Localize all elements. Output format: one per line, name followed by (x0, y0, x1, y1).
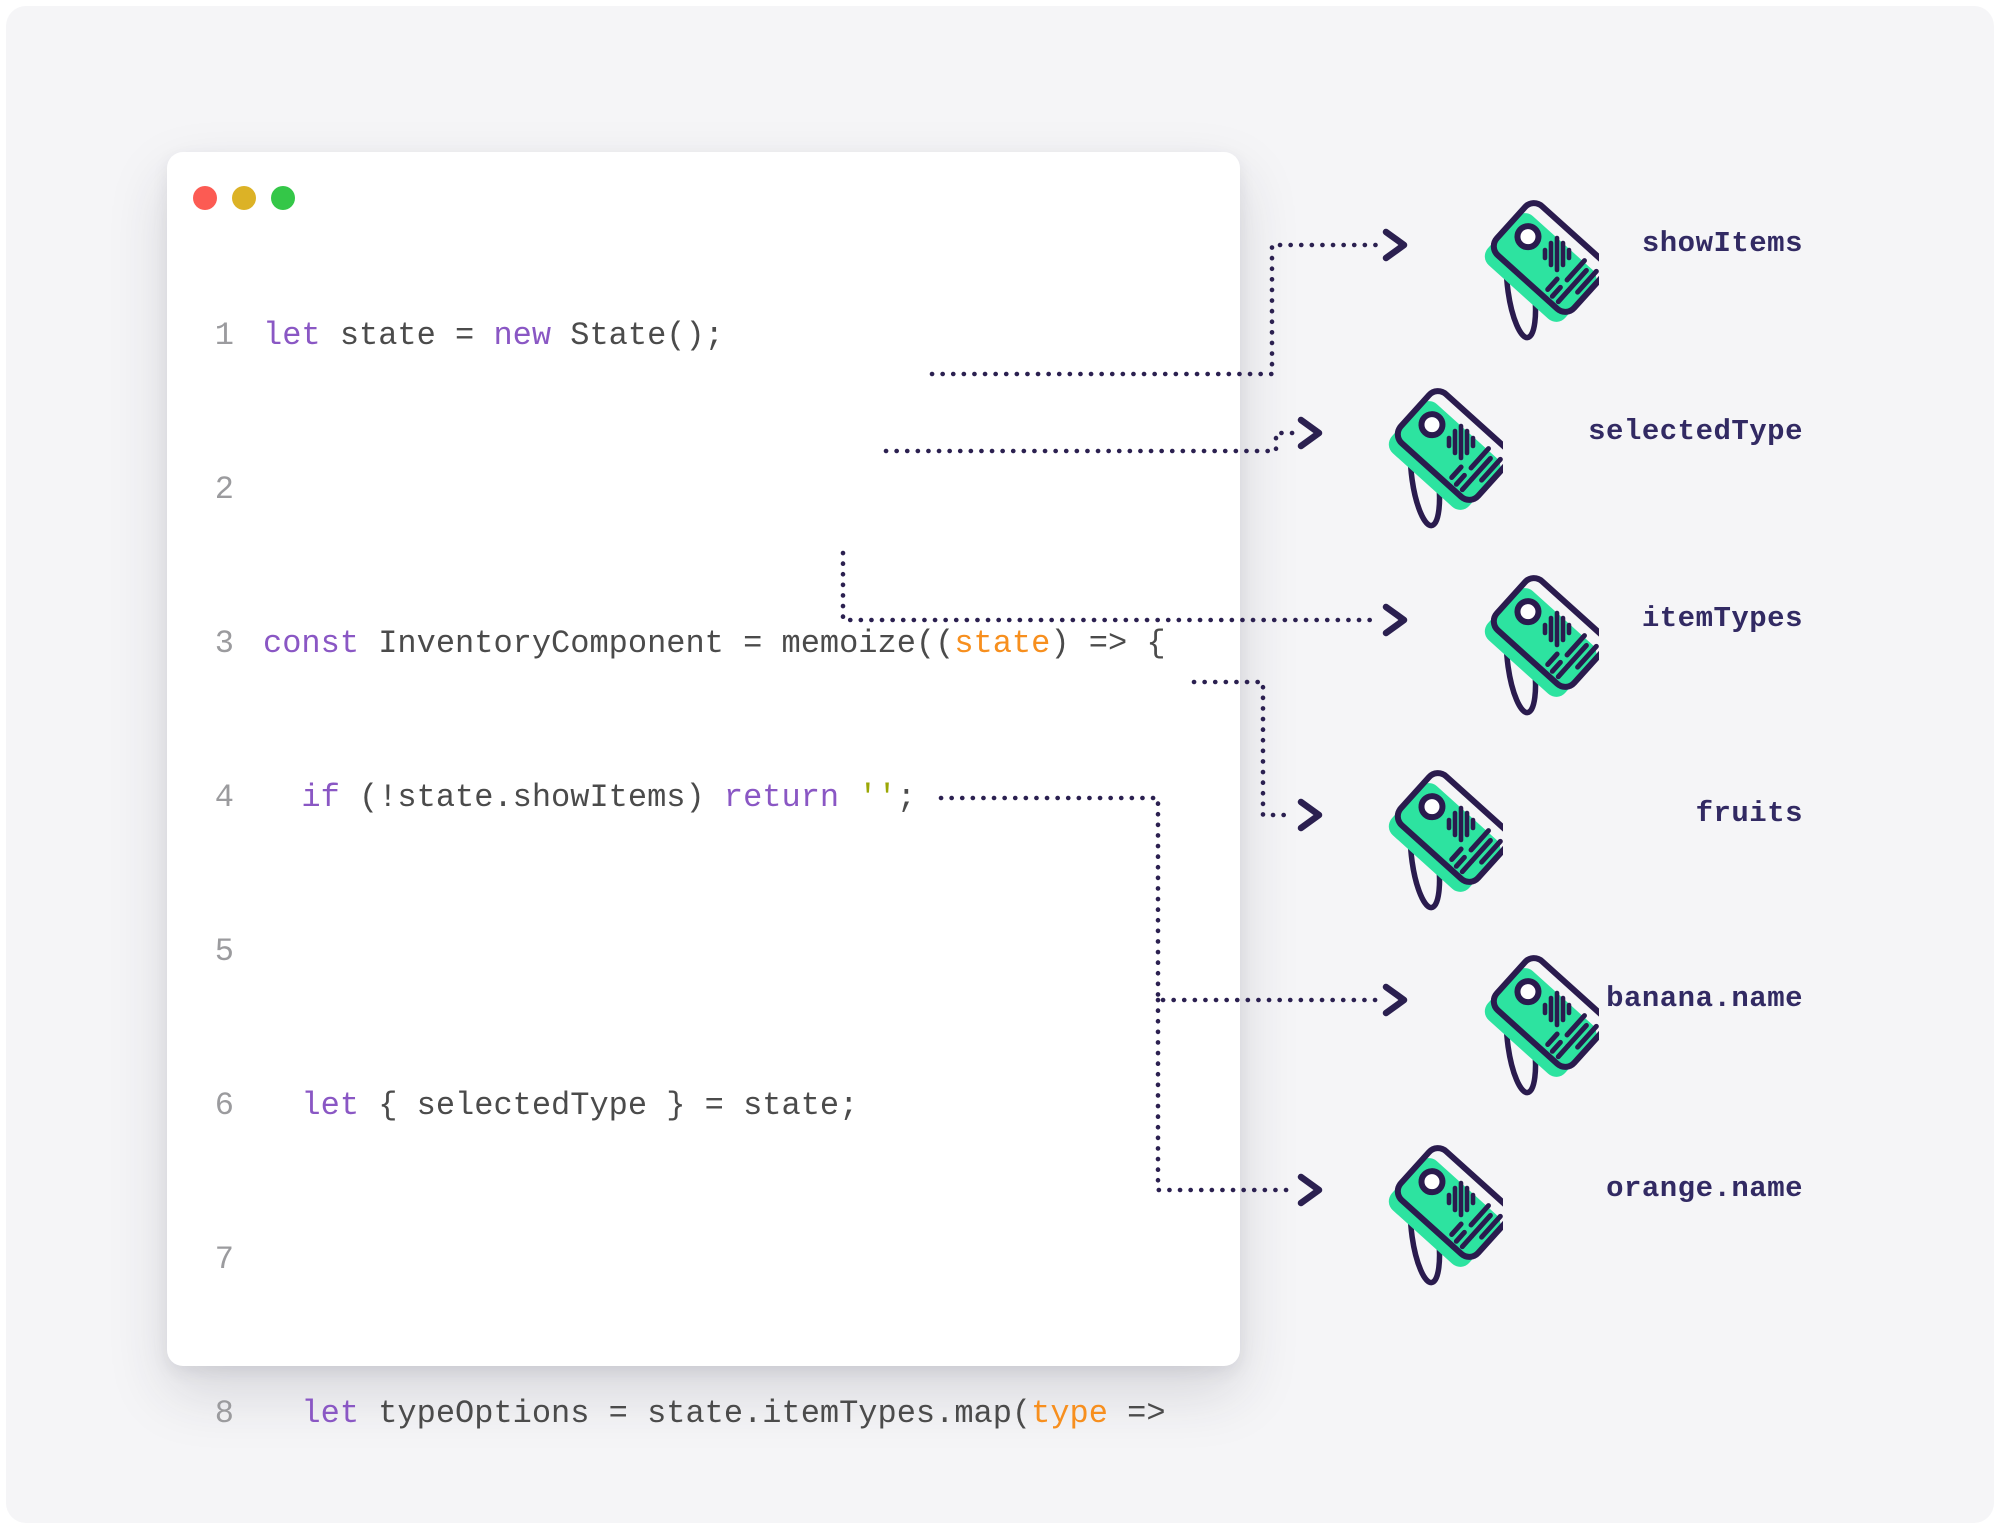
price-tag-icon (1351, 1125, 1503, 1301)
tag-label: itemTypes (1641, 602, 1803, 635)
code-token-param: state (954, 625, 1051, 662)
code-token-keyword: return (723, 779, 840, 816)
code-token-keyword: if (301, 779, 340, 816)
price-tag-icon (1447, 935, 1599, 1111)
code-area: 1 let state = new State(); 2 3 const Inv… (180, 240, 1185, 1529)
code-line: 8 let typeOptions = state.itemTypes.map(… (180, 1395, 1185, 1434)
close-button[interactable] (193, 186, 217, 210)
code-token-default: InventoryComponent = memoize(( (359, 625, 955, 662)
code-line: 7 (180, 1241, 1185, 1280)
code-token-default: { selectedType } = state; (359, 1087, 859, 1124)
line-number: 6 (214, 1087, 234, 1124)
line-number: 1 (214, 317, 234, 354)
code-text (263, 471, 282, 510)
tag-label: selectedType (1588, 415, 1803, 448)
code-token-string: '' (858, 779, 897, 816)
code-token-keyword: let (263, 317, 321, 354)
code-line: 3 const InventoryComponent = memoize((st… (180, 625, 1185, 664)
tag-label: orange.name (1606, 1172, 1803, 1205)
line-number: 5 (214, 933, 234, 970)
line-number: 8 (214, 1395, 234, 1432)
code-text: let typeOptions = state.itemTypes.map(ty… (263, 1395, 1166, 1434)
code-token-keyword: let (301, 1395, 360, 1432)
code-token-param: type (1031, 1395, 1108, 1432)
tag-label: fruits (1695, 797, 1803, 830)
line-number: 2 (214, 471, 234, 508)
price-tag-icon (1447, 180, 1599, 356)
code-line: 6 let { selectedType } = state; (180, 1087, 1185, 1126)
code-token-default: typeOptions = state.itemTypes.map( (359, 1395, 1032, 1432)
code-text (263, 933, 282, 972)
code-token-default (839, 779, 858, 816)
line-number: 3 (214, 625, 234, 662)
code-line: 4 if (!state.showItems) return ''; (180, 779, 1185, 818)
price-tag-icon (1447, 555, 1599, 731)
code-text: let state = new State(); (263, 317, 724, 356)
price-tag-icon (1351, 368, 1503, 544)
code-line: 1 let state = new State(); (180, 317, 1185, 356)
minimize-button[interactable] (232, 186, 256, 210)
code-token-default: => (1107, 1395, 1166, 1432)
tag-label: banana.name (1606, 982, 1803, 1015)
code-token-default: state = (320, 317, 494, 354)
code-token-keyword: let (301, 1087, 360, 1124)
tag-label: showItems (1641, 227, 1803, 260)
code-token-default: ) => { (1050, 625, 1166, 662)
code-text: let { selectedType } = state; (263, 1087, 858, 1126)
code-text: if (!state.showItems) return ''; (263, 779, 916, 818)
code-line: 2 (180, 471, 1185, 510)
line-number: 7 (214, 1241, 234, 1278)
zoom-button[interactable] (271, 186, 295, 210)
code-line: 5 (180, 933, 1185, 972)
code-token-default: ; (896, 779, 916, 816)
code-token-default (263, 1087, 301, 1124)
code-token-keyword: new (493, 317, 552, 354)
code-token-keyword: const (263, 625, 360, 662)
code-token-default (263, 779, 301, 816)
price-tag-icon (1351, 750, 1503, 926)
code-text: const InventoryComponent = memoize((stat… (263, 625, 1166, 664)
code-token-default (263, 1395, 301, 1432)
line-number: 4 (214, 779, 234, 816)
code-token-default: State(); (551, 317, 724, 354)
window-controls (193, 186, 295, 210)
code-token-default: (!state.showItems) (339, 779, 724, 816)
code-text (263, 1241, 282, 1280)
